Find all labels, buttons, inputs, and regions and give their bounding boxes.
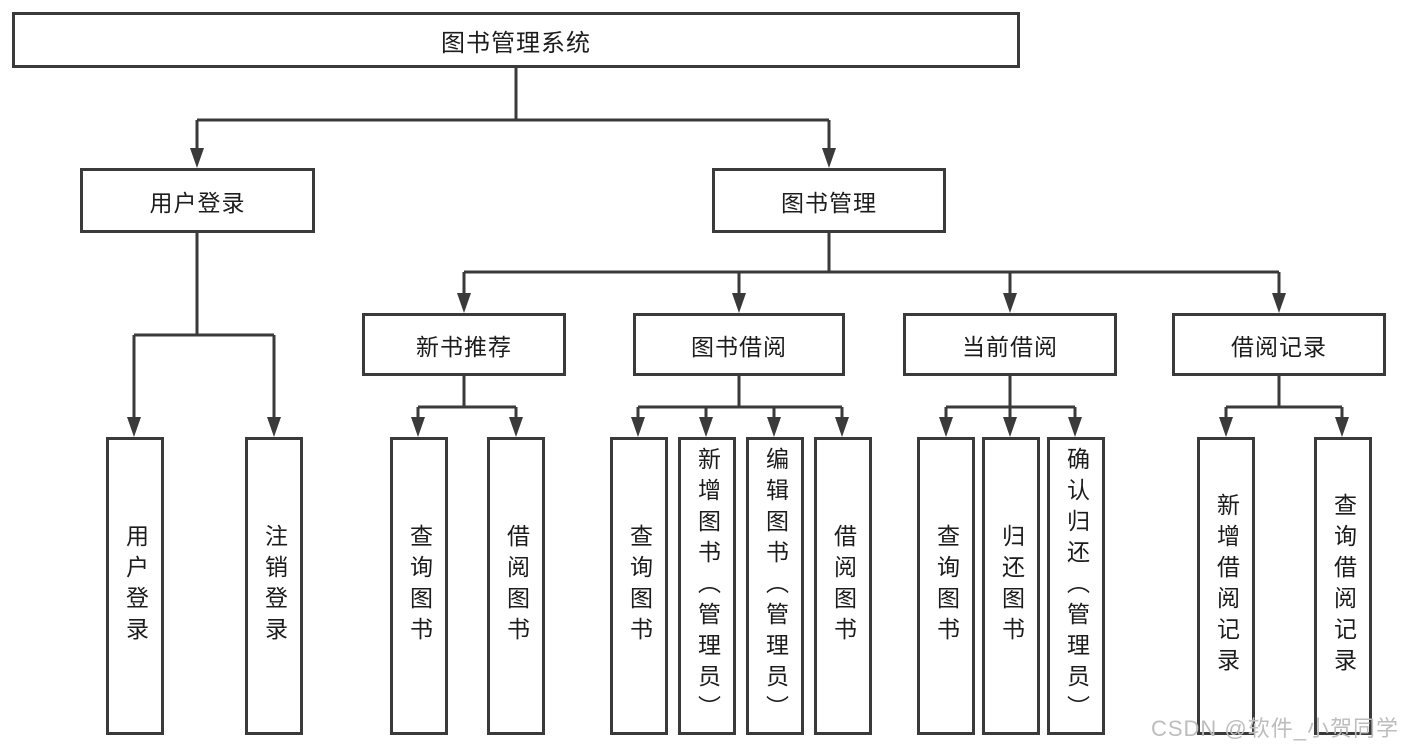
leaf-add-book-admin: 新增图书（管理员） [678, 437, 736, 735]
leaf-add-borrow-record: 新增借阅记录 [1197, 437, 1255, 735]
node-user-login: 用户登录 [80, 168, 315, 233]
node-label: 图书管理 [781, 189, 877, 216]
node-new-book-recommend: 新书推荐 [362, 313, 566, 376]
node-label: 图书借阅 [691, 333, 787, 360]
node-label: 用户登录 [149, 189, 246, 216]
leaf-label: 归还图书 [998, 524, 1025, 648]
node-book-borrow: 图书借阅 [633, 313, 845, 376]
leaf-label: 新增借阅记录 [1213, 493, 1240, 679]
leaf-query-books-current: 查询图书 [917, 437, 975, 735]
leaf-label: 借阅图书 [503, 524, 530, 648]
leaf-label: 注销登录 [261, 524, 288, 648]
node-label: 图书管理系统 [441, 29, 591, 57]
leaf-edit-book-admin: 编辑图书（管理员） [746, 437, 804, 735]
leaf-query-books-newbook: 查询图书 [390, 437, 448, 735]
node-library-management-system: 图书管理系统 [12, 12, 1020, 68]
leaf-label: 查询借阅记录 [1330, 493, 1357, 679]
leaf-query-borrow-record: 查询借阅记录 [1314, 437, 1372, 735]
node-label: 当前借阅 [962, 333, 1058, 360]
leaf-query-books-borrow: 查询图书 [610, 437, 668, 735]
leaf-label: 查询图书 [406, 524, 433, 648]
leaf-return-book: 归还图书 [982, 437, 1040, 735]
node-borrow-records: 借阅记录 [1172, 313, 1386, 376]
arrowheads [127, 148, 1349, 437]
node-label: 借阅记录 [1231, 333, 1327, 360]
leaf-borrow-books-borrow: 借阅图书 [814, 437, 872, 735]
leaf-confirm-return-admin: 确认归还（管理员） [1047, 437, 1105, 735]
leaf-label: 用户登录 [122, 524, 149, 648]
leaf-user-login: 用户登录 [106, 437, 164, 735]
leaf-borrow-books-newbook: 借阅图书 [487, 437, 545, 735]
node-label: 新书推荐 [416, 333, 512, 360]
leaf-label: 新增图书（管理员） [694, 446, 721, 726]
leaf-label: 确认归还（管理员） [1063, 446, 1090, 726]
leaf-label: 查询图书 [626, 524, 653, 648]
node-current-borrow: 当前借阅 [903, 313, 1117, 376]
leaf-label: 编辑图书（管理员） [762, 446, 789, 726]
leaf-label: 借阅图书 [830, 524, 857, 648]
leaf-label: 查询图书 [933, 524, 960, 648]
node-book-management: 图书管理 [712, 168, 946, 233]
leaf-logout: 注销登录 [245, 437, 303, 735]
